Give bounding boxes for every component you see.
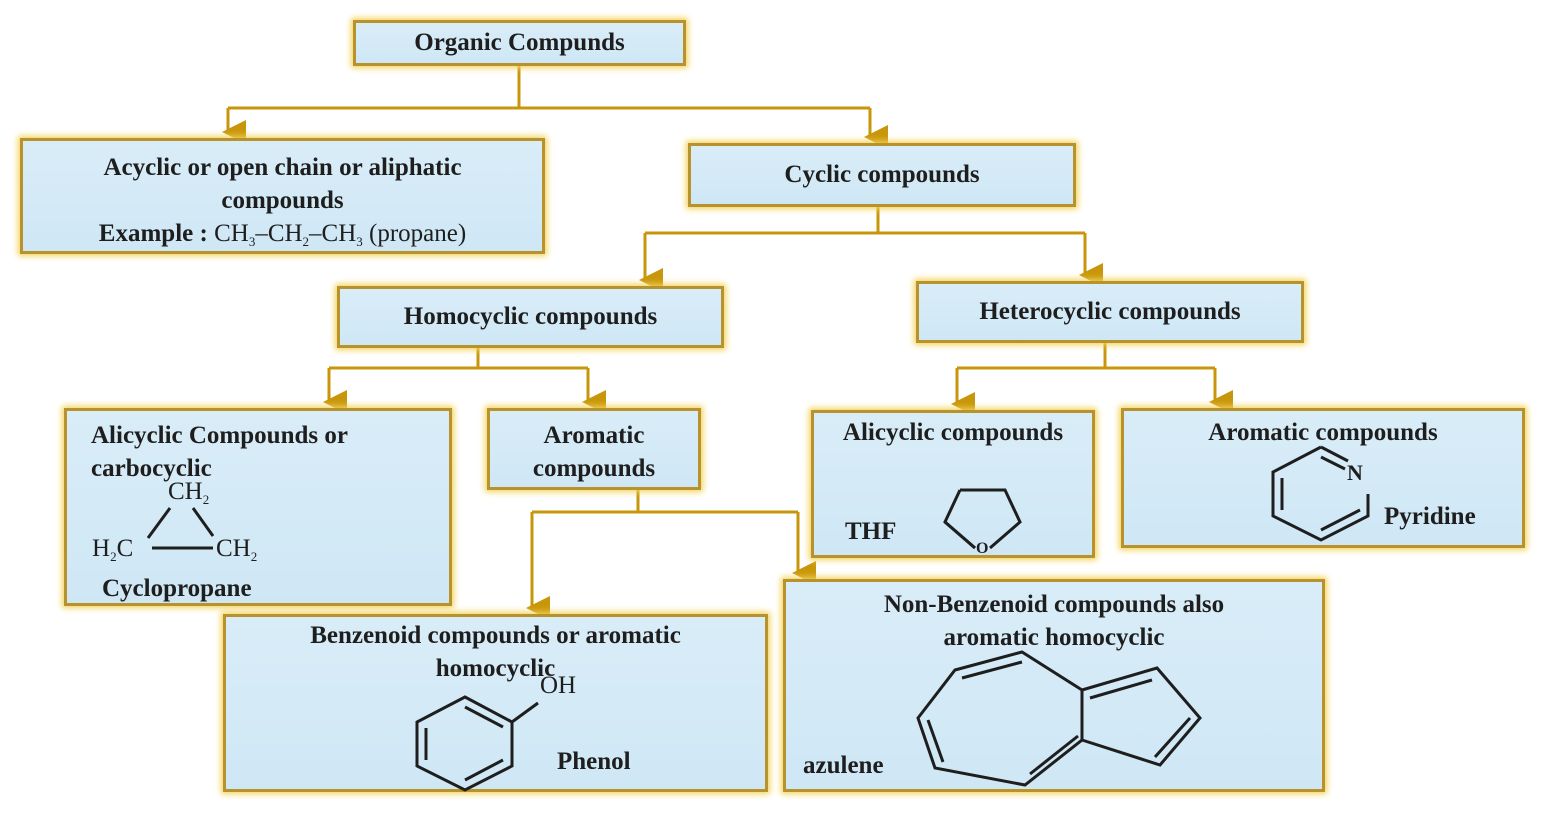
node-aromatic: Aromatic compounds bbox=[487, 408, 701, 490]
example-thf: THF bbox=[845, 518, 897, 545]
connector-root bbox=[228, 66, 870, 110]
group-oh: OH bbox=[540, 672, 577, 699]
example-cyclopropane: Cyclopropane bbox=[102, 575, 252, 602]
node-label: Aromatic bbox=[543, 422, 645, 449]
node-label: Aromatic compounds bbox=[1208, 419, 1438, 446]
node-label: Benzenoid compounds or aromatic bbox=[310, 622, 681, 649]
connector-aromatic bbox=[532, 490, 798, 514]
atom-n: N bbox=[1347, 460, 1363, 485]
node-cyclic: Cyclic compounds bbox=[688, 143, 1076, 207]
atom-ch2-top: CH2 bbox=[168, 478, 210, 507]
connector-heterocyclic bbox=[957, 343, 1215, 370]
node-label: Heterocyclic compounds bbox=[979, 298, 1241, 325]
node-label: Alicyclic Compounds or bbox=[91, 422, 348, 449]
example-name: (propane) bbox=[369, 220, 467, 247]
example-azulene: azulene bbox=[803, 752, 884, 779]
node-non-benzenoid: Non-Benzenoid compounds also aromatic ho… bbox=[783, 579, 1325, 792]
node-label: Non-Benzenoid compounds also bbox=[883, 591, 1225, 618]
node-label: carbocyclic bbox=[91, 455, 212, 482]
node-alicyclic-carbocyclic: Alicyclic Compounds or carbocyclic bbox=[64, 408, 452, 606]
node-organic-compounds: Organic Compunds bbox=[353, 20, 686, 66]
example-phenol: Phenol bbox=[557, 748, 631, 775]
node-label: homocyclic bbox=[435, 655, 556, 682]
node-label: compounds bbox=[532, 455, 656, 482]
node-label: Acyclic or open chain or aliphatic bbox=[103, 154, 462, 181]
node-label: aromatic homocyclic bbox=[943, 624, 1165, 651]
node-hetero-alicyclic: Alicyclic compounds bbox=[811, 410, 1095, 558]
formula: CH3–CH2–CH3 bbox=[214, 220, 363, 249]
node-label: Homocyclic compounds bbox=[403, 303, 658, 330]
example-label: Example : bbox=[98, 220, 208, 247]
node-label: Cyclic compounds bbox=[784, 161, 980, 188]
example-line: Example : CH3–CH2–CH3 (propane) bbox=[23, 217, 542, 258]
node-label: compounds bbox=[221, 187, 344, 214]
node-homocyclic: Homocyclic compounds bbox=[337, 286, 724, 348]
example-pyridine: Pyridine bbox=[1384, 503, 1476, 530]
node-acyclic: Acyclic or open chain or aliphatic compo… bbox=[20, 138, 545, 254]
connector-cyclic bbox=[645, 207, 1085, 235]
node-benzenoid: Benzenoid compounds or aromatic homocycl… bbox=[223, 614, 768, 792]
node-label: Alicyclic compounds bbox=[842, 419, 1064, 446]
node-heterocyclic: Heterocyclic compounds bbox=[916, 281, 1304, 343]
node-label: Organic Compunds bbox=[414, 29, 625, 56]
atom-h2c-left: H2C bbox=[92, 535, 134, 564]
connector-homocyclic bbox=[329, 348, 588, 370]
atom-o: O bbox=[976, 540, 989, 557]
atom-ch2-right: CH2 bbox=[216, 535, 258, 564]
